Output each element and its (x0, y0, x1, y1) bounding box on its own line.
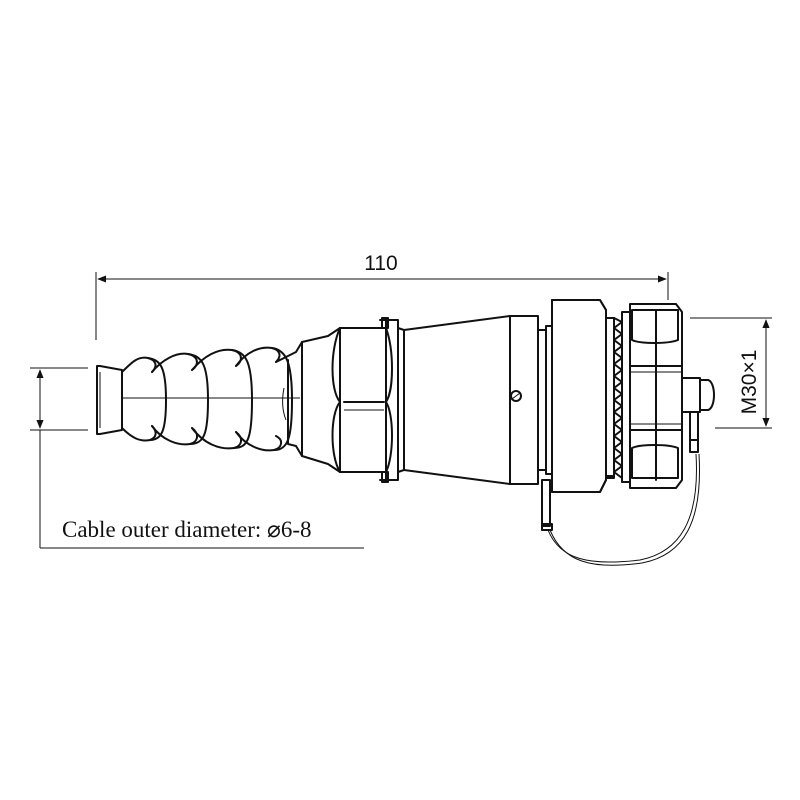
hex-nut (331, 317, 405, 483)
cable-boot (96, 346, 300, 452)
cap-pin (681, 377, 715, 453)
cable-diameter-dimension: Cable outer diameter: ⌀6-8 (30, 367, 364, 549)
cone-body (403, 315, 553, 485)
thread-label: M30×1 (738, 350, 761, 415)
lanyard (541, 453, 701, 566)
length-label: 110 (364, 252, 397, 275)
thread-section (605, 311, 631, 483)
boot-flange (275, 327, 341, 473)
thread-dimension: M30×1 (690, 317, 772, 429)
length-dimension: 110 (95, 252, 669, 340)
panel-nut (629, 303, 683, 489)
cable-diameter-label: Cable outer diameter: ⌀6-8 (62, 517, 312, 542)
knurled-coupling (551, 299, 615, 493)
